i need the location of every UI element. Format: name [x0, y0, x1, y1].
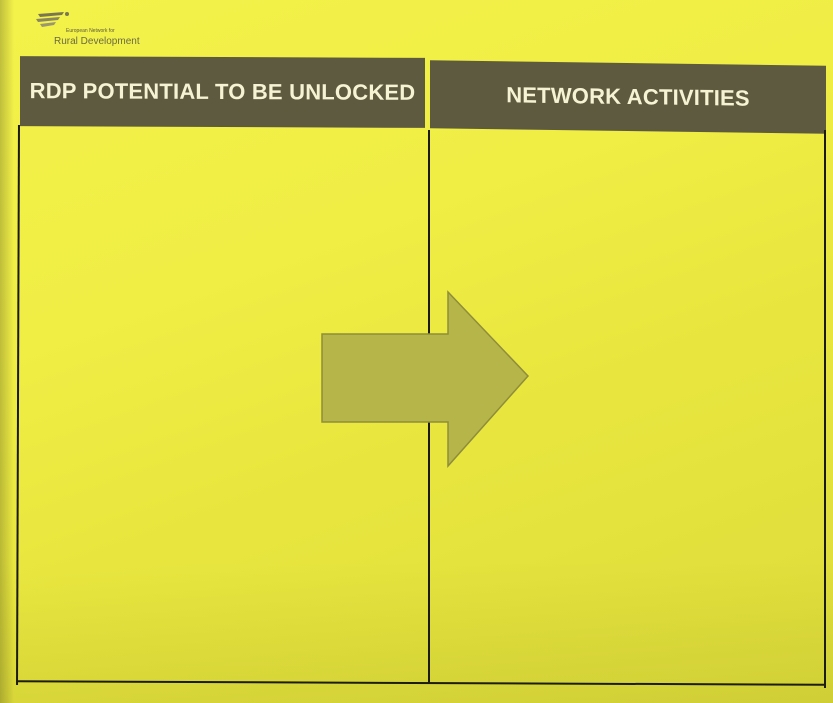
column-heading-rdp-potential: RDP POTENTIAL TO BE UNLOCKED — [20, 56, 425, 128]
column-heading-network-activities: NETWORK ACTIVITIES — [430, 60, 826, 134]
right-border-line — [824, 130, 826, 688]
paper-edge-shadow — [0, 0, 14, 703]
enrd-logo: European Network for Rural Development — [34, 8, 154, 48]
logo-org-line2: Rural Development — [54, 36, 140, 47]
right-arrow-icon — [321, 290, 530, 468]
left-border-line — [16, 125, 20, 685]
enrd-logo-icon — [36, 12, 69, 27]
bottom-border-line — [16, 680, 826, 686]
logo-org-line1: European Network for — [66, 28, 115, 34]
